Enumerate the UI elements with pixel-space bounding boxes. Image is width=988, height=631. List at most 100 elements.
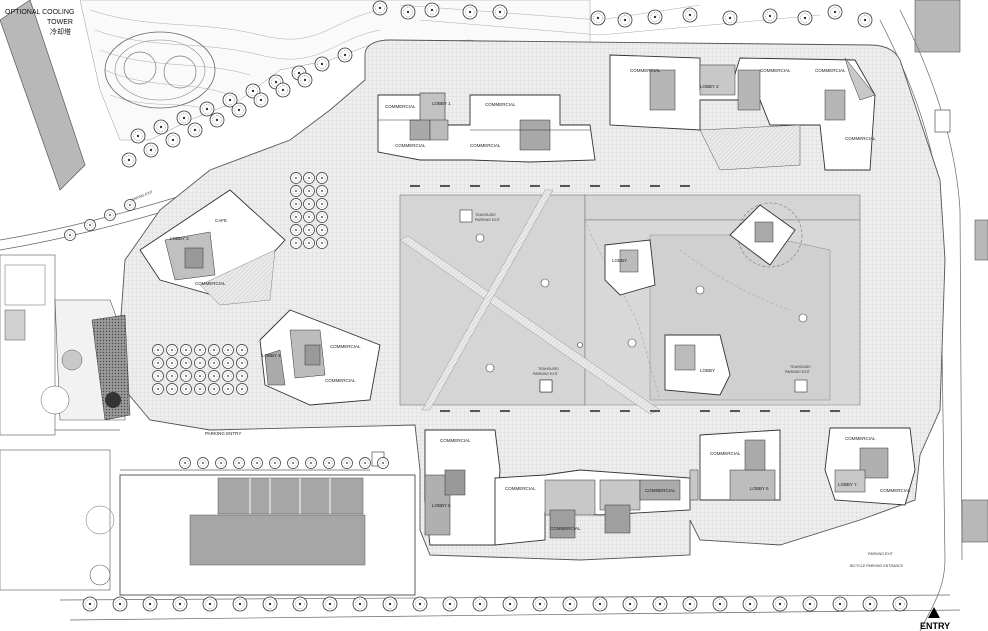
tree-icon	[152, 357, 164, 369]
label-commercial-cafe: COMMERCIAL	[195, 281, 226, 286]
tree-icon	[236, 383, 248, 395]
tree-icon	[400, 4, 416, 20]
building-south-center	[494, 469, 699, 546]
label-teahouse-w: TEAHOUSE/	[538, 367, 559, 371]
tree-icon	[172, 596, 188, 612]
tree-icon	[857, 12, 873, 28]
tree-icon	[194, 370, 206, 382]
tree-icon	[152, 344, 164, 356]
tree-icon	[592, 596, 608, 612]
tree-icon	[562, 596, 578, 612]
building-west-central	[259, 309, 381, 406]
tree-icon	[124, 199, 136, 211]
tree-icon	[322, 596, 338, 612]
tree-icon	[290, 198, 302, 210]
west-complex	[0, 254, 131, 591]
tree-icon	[532, 596, 548, 612]
label-lobby-cafe: LOBBY 3	[170, 236, 189, 241]
tree-icon	[590, 10, 606, 26]
label-commercial-ne3: COMMERCIAL	[815, 68, 846, 73]
tree-icon	[236, 357, 248, 369]
tree-icon	[472, 596, 488, 612]
utility-boxes	[371, 109, 951, 467]
tree-icon	[303, 172, 315, 184]
tree-icon	[502, 596, 518, 612]
tree-icon	[305, 457, 317, 469]
tree-icon	[180, 370, 192, 382]
tree-icon	[303, 198, 315, 210]
tree-icon	[297, 72, 313, 88]
tree-icon	[166, 370, 178, 382]
tree-icon	[292, 596, 308, 612]
tree-icon	[153, 119, 169, 135]
label-lobby-ne: LOBBY 2	[700, 84, 719, 89]
building-cafe	[139, 189, 286, 306]
tree-icon	[84, 219, 96, 231]
entry-arrow-icon	[928, 607, 940, 618]
label-commercial-sw1: COMMERCIAL	[440, 438, 471, 443]
tree-icon	[827, 4, 843, 20]
tree-icon	[290, 237, 302, 249]
tree-icon	[797, 10, 813, 26]
label-lobby-se1: LOBBY 6	[750, 486, 769, 491]
tree-icon	[253, 92, 269, 108]
label-cafe: CAFE	[215, 218, 227, 223]
label-commercial-ne4: COMMERCIAL	[845, 136, 876, 141]
tree-icon	[303, 237, 315, 249]
neighbor-building-northeast	[914, 0, 961, 53]
tree-icon	[290, 224, 302, 236]
tree-icon	[682, 596, 698, 612]
teahouse-east	[794, 379, 808, 393]
tree-icon	[222, 357, 234, 369]
tree-icon	[762, 8, 778, 24]
tree-icon	[382, 596, 398, 612]
tree-icon	[202, 596, 218, 612]
neighbor-building-east-2	[961, 499, 988, 543]
pavilion-east	[729, 202, 803, 268]
tree-icon	[176, 110, 192, 126]
building-north-east	[609, 54, 876, 171]
label-commercial-sc2: COMMERCIAL	[645, 488, 676, 493]
tree-icon	[166, 357, 178, 369]
tree-icon	[152, 370, 164, 382]
central-plaza	[399, 194, 861, 406]
tree-icon	[275, 82, 291, 98]
tree-icon	[187, 122, 203, 138]
label-commercial-se2: COMMERCIAL	[845, 436, 876, 441]
label-commercial-se1: COMMERCIAL	[710, 451, 741, 456]
tree-icon	[290, 211, 302, 223]
cooling-tower-line1: OPTIONAL COOLING	[5, 9, 74, 16]
tree-icon	[622, 596, 638, 612]
tree-icon	[290, 172, 302, 184]
tree-icon	[152, 383, 164, 395]
tree-icon	[179, 457, 191, 469]
label-teahouse-n: TEAHOUSE/	[475, 213, 496, 217]
tree-icon	[341, 457, 353, 469]
label-commercial-sc1: COMMERCIAL	[505, 486, 536, 491]
tree-icon	[82, 596, 98, 612]
tree-icon	[772, 596, 788, 612]
tree-icon	[337, 47, 353, 63]
tree-icon	[712, 596, 728, 612]
tree-icon	[165, 132, 181, 148]
tree-icon	[194, 344, 206, 356]
tree-icon	[262, 596, 278, 612]
tree-icon	[303, 211, 315, 223]
tree-icon	[832, 596, 848, 612]
cooling-tower-line3: 冷却塔	[50, 27, 71, 36]
tree-icon	[492, 4, 508, 20]
tree-icon	[215, 457, 227, 469]
tree-icon	[303, 224, 315, 236]
teahouse-north	[459, 209, 473, 223]
tree-icon	[236, 370, 248, 382]
entry-label: ENTRY	[920, 621, 950, 631]
tree-icon	[412, 596, 428, 612]
tree-icon	[287, 457, 299, 469]
tree-icon	[722, 10, 738, 26]
tree-icon	[377, 457, 389, 469]
tree-icon	[194, 357, 206, 369]
tree-icon	[180, 383, 192, 395]
parking-block-south	[119, 474, 416, 596]
building-south-east-2	[824, 427, 916, 506]
